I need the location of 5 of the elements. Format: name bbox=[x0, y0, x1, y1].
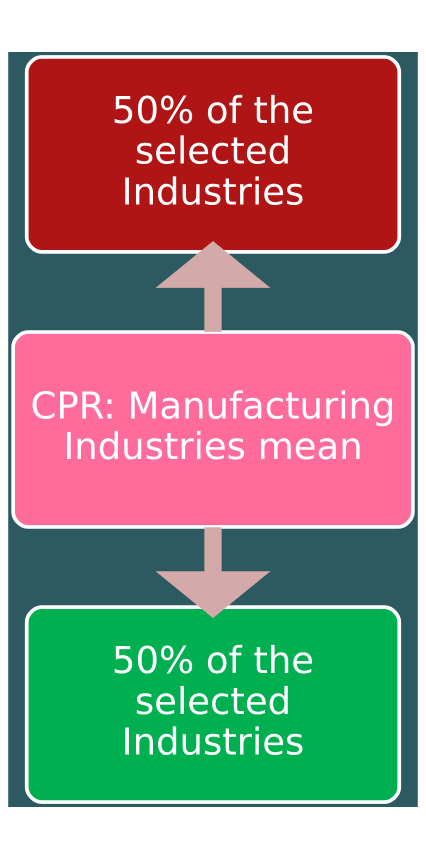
node-box: CPR: Manufacturing Industries mean bbox=[11, 330, 415, 528]
node-box: 50% of the selected Industries bbox=[24, 54, 402, 254]
node-box: 50% of the selected Industries bbox=[24, 604, 402, 804]
arrow bbox=[156, 526, 270, 618]
arrow bbox=[156, 240, 270, 332]
